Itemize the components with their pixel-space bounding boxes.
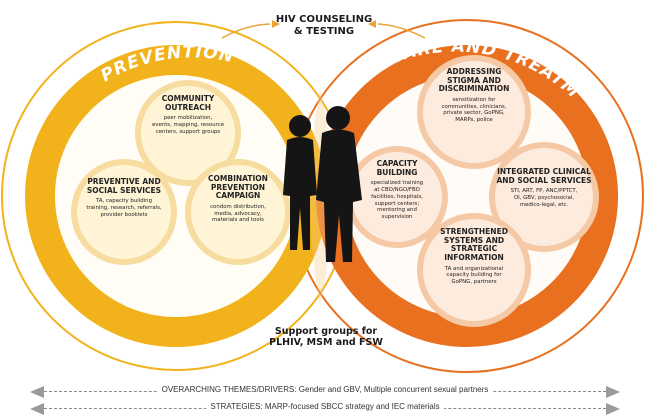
node-text: peer mobilization, events, mapping, reso…	[151, 115, 225, 135]
prev-node-campaign-circle	[185, 159, 291, 265]
node-heading: COMMUNITY OUTREACH	[161, 94, 215, 112]
arrow-left-to-hiv	[221, 23, 271, 39]
node-integrated-clinical: INTEGRATED CLINICAL AND SOCIAL SERVICES …	[496, 167, 592, 209]
arrow-left-icon	[30, 403, 44, 415]
node-heading: PREVENTIVE AND SOCIAL SERVICES	[86, 177, 162, 195]
arrow-right-head	[368, 20, 376, 28]
node-text: TA, capacity building training, research…	[86, 198, 162, 218]
support-groups-label: Support groups for PLHIV, MSM and FSW	[269, 326, 383, 348]
node-text: condom distribution, media, advocacy, ma…	[210, 203, 266, 224]
arrow-right-icon	[606, 386, 620, 398]
node-heading: STRENGTHENED SYSTEMS AND STRATEGIC INFOR…	[440, 227, 508, 262]
node-text: STI, ART, FP, ANC/PPTCT, OI, GBV, psycho…	[510, 188, 578, 208]
care-node-systems-circle	[417, 213, 531, 327]
node-community-outreach: COMMUNITY OUTREACH peer mobilization, ev…	[146, 94, 230, 136]
node-heading: INTEGRATED CLINICAL AND SOCIAL SERVICES	[496, 167, 592, 185]
strategies-arrow: STRATEGIES: MARP-focused SBCC strategy a…	[30, 402, 620, 416]
node-heading: COMBINATION PREVENTION CAMPAIGN	[208, 174, 268, 201]
strategies-label: STRATEGIES: MARP-focused SBCC strategy a…	[206, 402, 444, 411]
care-node-integrated-circle	[489, 142, 599, 252]
arrow-right-icon	[606, 403, 620, 415]
node-addressing-stigma: ADDRESSING STIGMA AND DISCRIMINATION sen…	[428, 67, 520, 124]
themes-label: OVERARCHING THEMES/DRIVERS: Gender and G…	[157, 385, 493, 394]
prev-node-preventive-circle	[71, 159, 177, 265]
arrow-right-to-hiv	[377, 23, 426, 39]
node-strengthened-systems: STRENGTHENED SYSTEMS AND STRATEGIC INFOR…	[430, 227, 518, 286]
arrow-left-icon	[30, 386, 44, 398]
people-silhouette-icon	[283, 106, 362, 262]
node-text: TA and organizational capacity building …	[444, 265, 504, 286]
node-text: specialized training at CBO/NGO/FBO faci…	[370, 180, 424, 220]
strategies-text: STRATEGIES: MARP-focused SBCC strategy a…	[30, 402, 620, 411]
hiv-counseling-title: HIV COUNSELING & TESTING	[275, 14, 373, 37]
node-capacity-building: CAPACITY BUILDING specialized training a…	[358, 159, 436, 221]
themes-arrow: OVERARCHING THEMES/DRIVERS: Gender and G…	[30, 385, 620, 399]
node-heading: CAPACITY BUILDING	[376, 159, 418, 177]
node-heading: ADDRESSING STIGMA AND DISCRIMINATION	[438, 67, 510, 94]
node-text: sensitization for communities, clinician…	[441, 96, 507, 124]
themes-text: OVERARCHING THEMES/DRIVERS: Gender and G…	[30, 385, 620, 394]
arrow-left-head	[272, 20, 280, 28]
node-combination-campaign: COMBINATION PREVENTION CAMPAIGN condom d…	[196, 174, 280, 224]
prev-node-community-circle	[135, 80, 241, 186]
care-node-stigma-circle	[417, 55, 531, 169]
node-preventive-social: PREVENTIVE AND SOCIAL SERVICES TA, capac…	[80, 177, 168, 219]
